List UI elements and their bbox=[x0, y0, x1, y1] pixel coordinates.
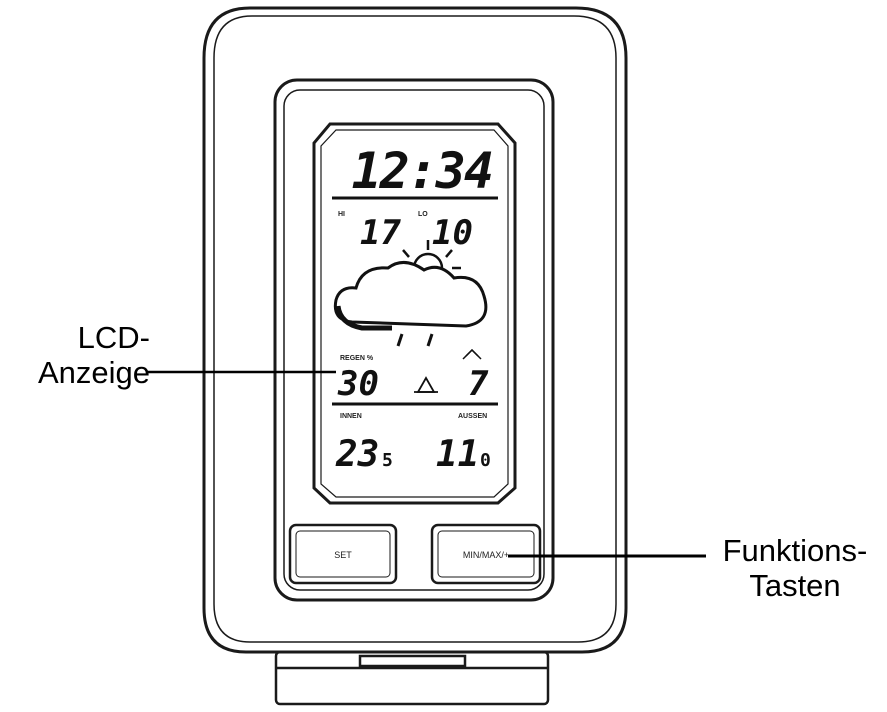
function-keys-callout-line-2: Tasten bbox=[749, 568, 841, 603]
set-button-label: SET bbox=[334, 550, 352, 560]
lo-label: LO bbox=[418, 211, 428, 218]
function-keys-callout: Funktions- Tasten bbox=[710, 533, 880, 603]
function-keys-callout-line-1: Funktions- bbox=[722, 533, 868, 568]
device-stand bbox=[274, 650, 550, 706]
low-temp-readout: 10 bbox=[432, 213, 473, 253]
antenna-icon bbox=[414, 376, 438, 393]
device-bezel bbox=[273, 78, 555, 602]
lcd-callout-line-2: Anzeige bbox=[37, 355, 150, 390]
rain-label: REGEN % bbox=[340, 355, 374, 362]
signal-icon bbox=[462, 348, 482, 360]
weather-cloud-sun-rain-icon bbox=[333, 240, 488, 347]
minmax-button-label: MIN/MAX/+ bbox=[463, 550, 509, 560]
minmax-button[interactable]: MIN/MAX/+ bbox=[430, 523, 542, 585]
set-button[interactable]: SET bbox=[288, 523, 398, 585]
lcd-display-callout: LCD- Anzeige bbox=[8, 320, 150, 390]
lcd-callout-line-1: LCD- bbox=[77, 320, 150, 355]
outdoor-label: AUSSEN bbox=[458, 413, 487, 420]
outdoor-temp-readout: 11 bbox=[436, 434, 479, 475]
high-temp-readout: 17 bbox=[360, 213, 401, 253]
lcd-frame bbox=[312, 122, 517, 505]
time-readout: 12:34 bbox=[351, 142, 492, 200]
lcd-display: 12:34 HI 17 LO 10 REGEN % 30 7 INN bbox=[332, 142, 498, 475]
indoor-temp-decimal: 5 bbox=[382, 450, 393, 471]
outdoor-temp-decimal: 0 bbox=[480, 450, 491, 471]
indoor-temp-readout: 23 bbox=[335, 434, 379, 475]
hi-label: HI bbox=[338, 211, 345, 218]
indoor-label: INNEN bbox=[340, 413, 362, 420]
forecast-level-readout: 7 bbox=[468, 364, 489, 404]
rain-chance-readout: 30 bbox=[337, 364, 379, 404]
